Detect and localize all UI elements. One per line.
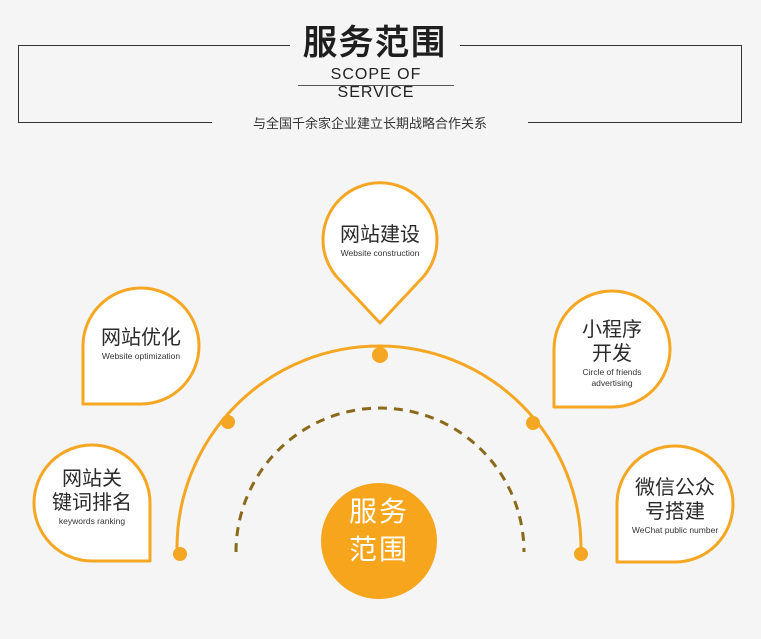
label-zh-line2: 号搭建 <box>645 499 705 523</box>
node-left-bottom <box>173 547 187 561</box>
page-title: 服务范围 <box>303 23 447 63</box>
center-circle <box>321 483 437 599</box>
node-top <box>372 347 388 363</box>
subtitle-underline <box>298 85 454 86</box>
node-right-upper <box>526 416 540 430</box>
bubble-wechat-public <box>615 444 735 564</box>
label-en-line2: advertising <box>591 378 633 388</box>
bubble-keywords-ranking <box>32 443 152 563</box>
center-label: 服务 范围 <box>322 493 436 569</box>
label-mini-program: 小程序 开发 Circle of friends advertising <box>554 317 670 389</box>
label-en-line1: WeChat public number <box>631 525 719 535</box>
label-keywords-ranking: 网站关 键词排名 keywords ranking <box>34 466 150 527</box>
label-zh-line2: 开发 <box>592 341 632 365</box>
label-zh-line2: 键词排名 <box>52 490 132 514</box>
label-zh-line1: 网站关 <box>62 466 122 490</box>
label-wechat-public: 微信公众 号搭建 WeChat public number <box>617 475 733 536</box>
label-zh-line1: 网站建设 <box>340 222 420 246</box>
label-en-line1: Circle of friends <box>582 367 642 377</box>
bubble-mini-program <box>552 289 672 409</box>
label-en-line1: Website optimization <box>101 351 181 361</box>
label-zh-line1: 网站优化 <box>101 325 181 349</box>
node-right-bottom <box>574 547 588 561</box>
page-subtitle: SCOPE OF SERVICE <box>330 66 422 101</box>
center-label-line1: 服务 <box>348 495 409 528</box>
label-en-line1: Website construction <box>340 248 420 258</box>
title-background <box>290 25 460 65</box>
tagline-background <box>212 112 528 134</box>
bubble-website-construction <box>321 181 439 325</box>
label-zh-line1: 微信公众 <box>635 475 715 499</box>
label-en-line1: keywords ranking <box>58 516 126 526</box>
label-website-construction: 网站建设 Website construction <box>322 222 438 259</box>
center-label-line2: 范围 <box>348 533 409 566</box>
tagline: 与全国千余家企业建立长期战略合作关系 <box>252 117 487 132</box>
inner-dashed-arc <box>234 406 526 553</box>
label-website-optimization: 网站优化 Website optimization <box>83 325 199 362</box>
node-left-upper <box>221 415 235 429</box>
outer-arc <box>175 344 583 549</box>
label-zh-line1: 小程序 <box>582 317 642 341</box>
bubble-website-optimization <box>81 286 201 406</box>
